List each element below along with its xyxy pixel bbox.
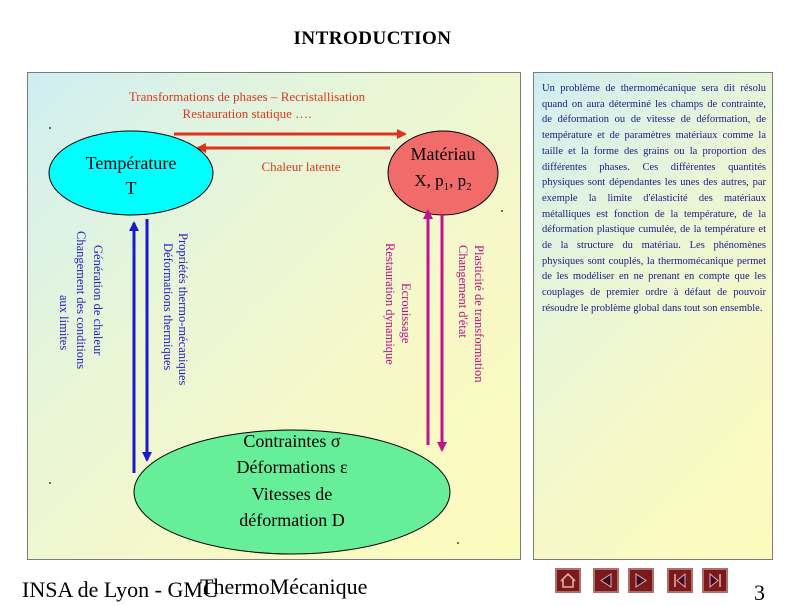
- dynamic-recovery-label: Restauration dynamique: [383, 243, 397, 365]
- thermal-deformations-label: Déformations thermiques: [161, 243, 175, 371]
- latent-heat-label: Chaleur latente: [261, 159, 340, 174]
- coupling-diagram: Transformations de phases – Recristallis…: [48, 89, 503, 555]
- last-slide-icon: [709, 572, 721, 589]
- footer-course: ThermoMécanique: [200, 574, 368, 599]
- thermo-properties-label: Propriétés thermo-mécaniques: [176, 233, 190, 386]
- work-hardening-labels: Ecrouissage Restauration dynamique: [383, 243, 413, 365]
- phase-transformation-label: Transformations de phases – Recristallis…: [129, 89, 366, 104]
- temperature-symbol: T: [126, 178, 137, 198]
- materiau-node: Matériau X, p1, p2: [387, 130, 499, 216]
- aux-limites-label: aux limites: [57, 295, 71, 350]
- thermo-properties-labels: Propriétés thermo-mécaniques Déformation…: [161, 233, 190, 386]
- boundary-change-label: Changement des conditions: [74, 231, 88, 369]
- previous-slide-icon: [674, 572, 686, 589]
- transformation-plasticity-label: Plasticité de transformation: [472, 245, 486, 383]
- home-button[interactable]: [555, 568, 581, 593]
- slide-title: INTRODUCTION: [293, 28, 452, 49]
- temperature-label: Température: [86, 153, 177, 173]
- deformation-rate-label: déformation D: [239, 510, 344, 530]
- transformation-plasticity-labels: Plasticité de transformation Changement …: [456, 245, 486, 383]
- state-change-label: Changement d'état: [456, 245, 470, 338]
- first-slide-icon: [600, 573, 612, 588]
- materiau-variables: X, p1, p2: [414, 171, 471, 193]
- contraintes-node: Contraintes σ Déformations ε Vitesses de…: [133, 429, 451, 555]
- diagram-panel: Transformations de phases – Recristallis…: [27, 72, 521, 560]
- heat-generation-labels: Génération de chaleur Changement des con…: [57, 231, 105, 369]
- last-slide-button[interactable]: [702, 568, 728, 593]
- first-slide-button[interactable]: [593, 568, 619, 593]
- previous-slide-button[interactable]: [667, 568, 693, 593]
- heat-generation-label: Génération de chaleur: [91, 245, 105, 356]
- static-recovery-label: Restauration statique ….: [183, 106, 312, 121]
- materiau-label: Matériau: [411, 144, 476, 164]
- page-number: 3: [754, 580, 765, 605]
- explanation-text: Un problème de thermomécanique sera dit …: [542, 83, 766, 314]
- next-slide-icon: [635, 573, 647, 588]
- footer-institution: INSA de Lyon - GMC: [22, 577, 218, 602]
- explanation-panel: Un problème de thermomécanique sera dit …: [533, 72, 773, 560]
- vitesses-label: Vitesses de: [252, 484, 332, 504]
- temperature-node: Température T: [48, 130, 214, 216]
- deformations-label: Déformations ε: [236, 457, 347, 477]
- next-slide-button[interactable]: [628, 568, 654, 593]
- home-icon: [560, 572, 576, 588]
- work-hardening-label: Ecrouissage: [399, 283, 413, 344]
- contraintes-label: Contraintes σ: [243, 431, 340, 451]
